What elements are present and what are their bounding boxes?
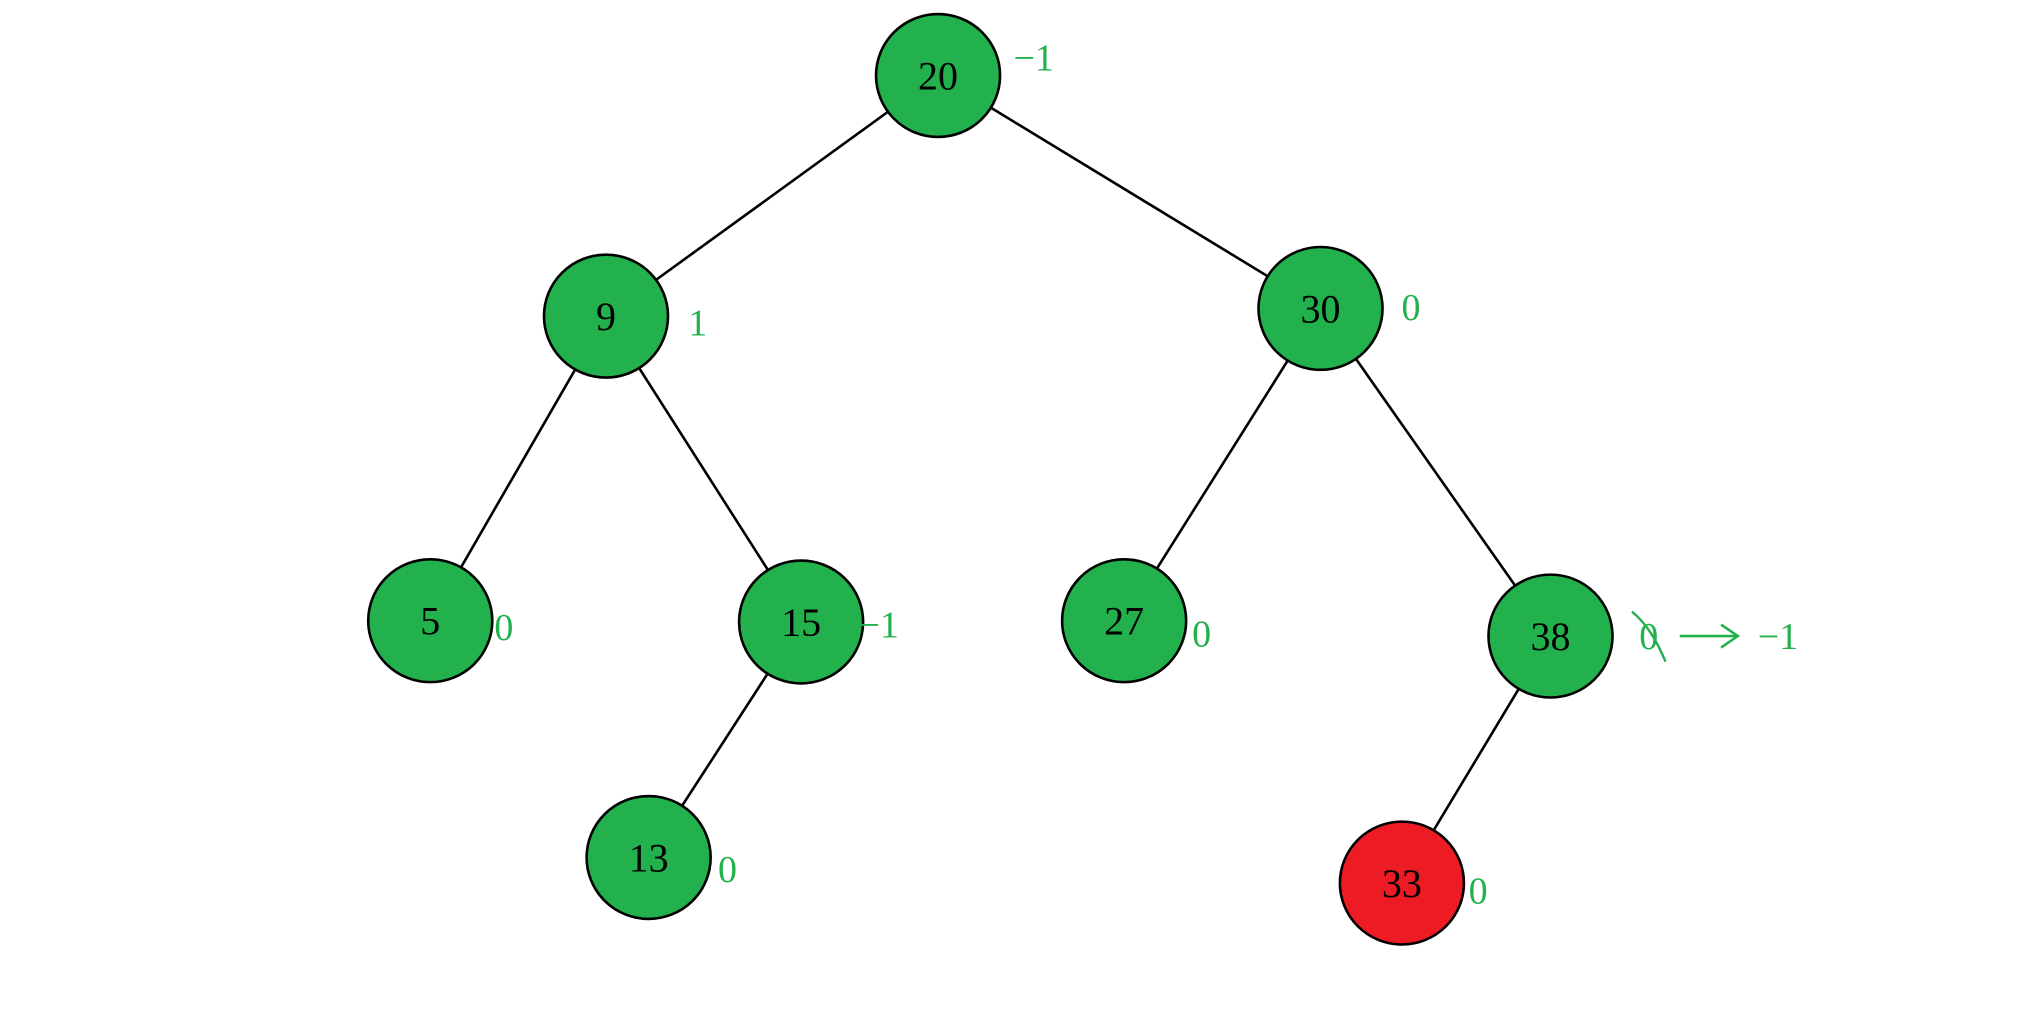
balance-factor-labels: −1 1 0 0 −1 0 0 −1 0 0: [494, 38, 1798, 913]
tree-nodes: 20 9 30 5 15 27 38 13 33: [366, 12, 1614, 946]
node-13: 13: [585, 794, 712, 921]
node-circle: [1487, 573, 1614, 699]
balance-factor-38-old: 0: [1639, 616, 1658, 658]
node-5: 5: [366, 557, 494, 684]
node-key: 13: [629, 835, 669, 880]
strike-mark: [1631, 610, 1667, 663]
balance-factor-9: 1: [688, 303, 707, 345]
edge-20-9: [649, 107, 893, 286]
node-27: 27: [1060, 557, 1188, 684]
balance-factor-5: 0: [494, 607, 513, 649]
node-key: 15: [781, 600, 821, 645]
edge-9-15: [635, 363, 774, 578]
balance-factor-27: 0: [1192, 614, 1211, 656]
node-33: 33: [1338, 820, 1466, 946]
node-circle: [874, 12, 1002, 139]
edge-30-38: [1351, 353, 1521, 593]
node-key: 5: [420, 599, 440, 644]
node-circle: [737, 559, 865, 685]
balance-factor-13: 0: [718, 849, 737, 891]
node-circle: [542, 253, 670, 379]
node-20: 20: [874, 12, 1002, 139]
node-key: 33: [1382, 861, 1422, 906]
node-38: 38: [1487, 573, 1614, 699]
balance-factor-15: −1: [858, 605, 898, 647]
edge-30-27: [1151, 355, 1292, 576]
node-circle: [1257, 245, 1384, 372]
balance-factor-33: 0: [1469, 871, 1488, 913]
arrow-icon: [1720, 623, 1741, 649]
node-circle: [1060, 557, 1188, 684]
node-30: 30: [1257, 245, 1384, 372]
node-circle: [366, 557, 494, 684]
node-15: 15: [737, 559, 865, 685]
inserted-node-circle: [1338, 820, 1466, 946]
edge-9-5: [456, 364, 579, 575]
edge-38-33: [1428, 683, 1523, 838]
node-key: 27: [1104, 599, 1144, 644]
node-9: 9: [542, 253, 670, 379]
edge-20-30: [985, 103, 1275, 282]
tree-edges: [456, 103, 1523, 838]
node-key: 38: [1531, 614, 1571, 659]
node-key: 9: [596, 294, 616, 339]
balance-factor-38-new: −1: [1758, 616, 1798, 658]
node-circle: [585, 794, 712, 921]
edge-15-13: [676, 668, 772, 813]
node-key: 20: [918, 54, 958, 99]
node-key: 30: [1301, 286, 1341, 331]
balance-factor-20: −1: [1013, 38, 1053, 80]
balance-factor-30: 0: [1401, 287, 1420, 329]
